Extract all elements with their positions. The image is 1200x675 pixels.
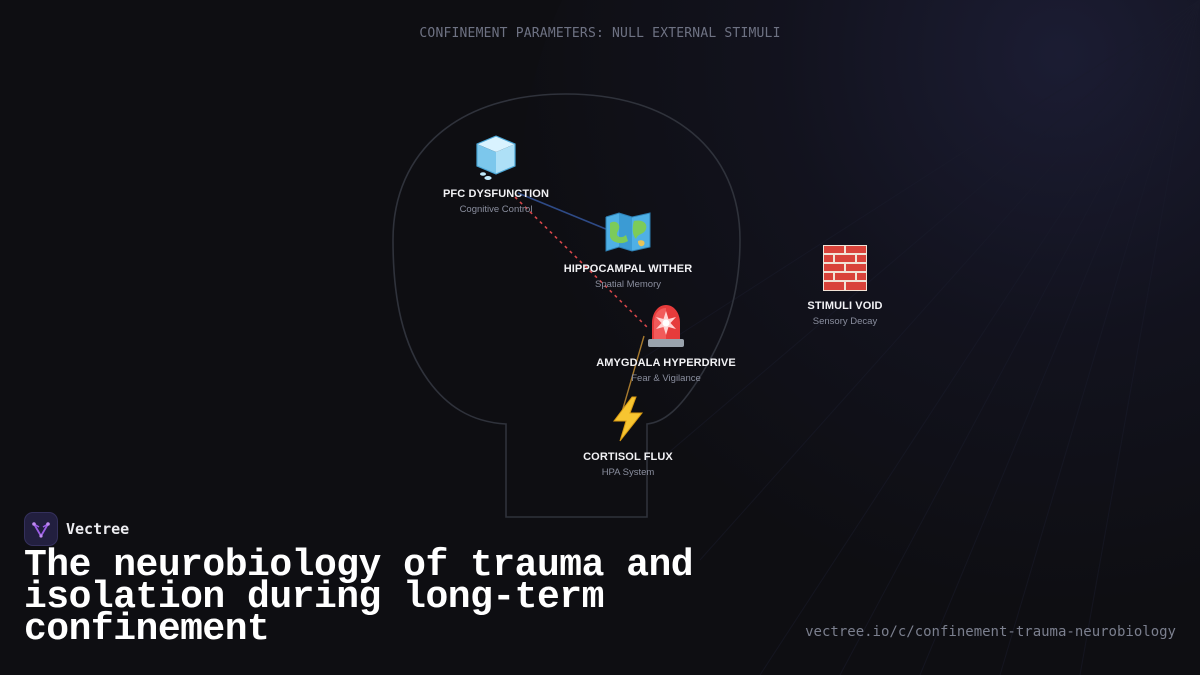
node-subtitle: Cognitive Control (459, 204, 533, 215)
confinement-parameters-label: CONFINEMENT PARAMETERS: NULL EXTERNAL ST… (419, 26, 781, 41)
node-cortisol-flux[interactable]: CORTISOL FLUX HPA System (538, 393, 718, 478)
node-subtitle: Fear & Vigilance (631, 373, 701, 384)
link-pfc-amygdala (514, 196, 649, 329)
node-title: CORTISOL FLUX (583, 451, 673, 463)
node-title: PFC DYSFUNCTION (443, 188, 549, 200)
node-subtitle: Spatial Memory (595, 279, 661, 290)
node-hippocampal-wither[interactable]: HIPPOCAMPAL WITHER Spatial Memory (538, 205, 718, 290)
node-title: HIPPOCAMPAL WITHER (563, 263, 693, 275)
ice-cube-icon (476, 135, 516, 180)
node-subtitle: Sensory Decay (812, 316, 878, 327)
node-subtitle: HPA System (601, 467, 655, 478)
node-amygdala-hyperdrive[interactable]: AMYGDALA HYPERDRIVE Fear & Vigilance (576, 299, 756, 384)
link-pfc-hippocampus (517, 192, 619, 235)
brand[interactable]: Vectree (24, 512, 129, 546)
node-title: AMYGDALA HYPERDRIVE (596, 357, 736, 369)
head-outline (392, 93, 741, 518)
node-stimuli-void[interactable]: STIMULI VOID Sensory Decay (755, 242, 935, 327)
node-pfc-dysfunction[interactable]: PFC DYSFUNCTION Cognitive Control (406, 130, 586, 215)
brand-name: Vectree (66, 520, 130, 538)
vectree-logo-icon (24, 512, 58, 546)
lightning-bolt-icon (613, 396, 644, 442)
world-map-icon (605, 212, 651, 252)
brick-wall-icon (823, 245, 867, 291)
link-amygdala-cortisol (621, 335, 645, 413)
siren-light-icon (648, 305, 684, 347)
page-title: The neurobiology of trauma and isolation… (24, 544, 694, 651)
page-url[interactable]: vectree.io/c/confinement-trauma-neurobio… (805, 624, 1176, 640)
node-title: STIMULI VOID (807, 300, 883, 312)
